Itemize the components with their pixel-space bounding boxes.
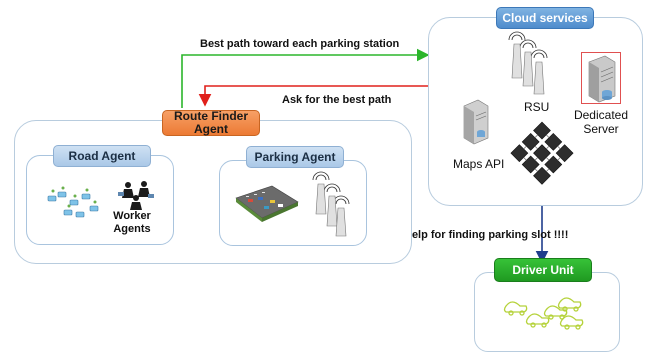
worker-agents-label: Worker Agents: [113, 210, 151, 235]
cloud-services-header: Cloud services: [496, 7, 594, 29]
route-finder-header: Route Finder Agent: [162, 110, 260, 136]
car-icon: [503, 297, 584, 330]
help-parking-label: Help for finding parking slot !!!!: [404, 229, 569, 241]
rsu-antenna-icon: [508, 31, 548, 95]
server-icon: [581, 52, 621, 104]
best-path-label: Best path toward each parking station: [200, 38, 400, 50]
road-vehicles-icon: [47, 186, 99, 218]
computer-icon: [463, 99, 489, 145]
dedicated-server-label: Dedicated Server: [573, 108, 629, 136]
road-agent-header: Road Agent: [53, 145, 151, 167]
network-chip-icon: [510, 121, 574, 185]
driver-unit-header: Driver Unit: [494, 258, 592, 282]
antenna-icon: [312, 171, 350, 237]
maps-api-label: Maps API: [453, 157, 505, 171]
rsu-label: RSU: [524, 100, 550, 114]
ask-path-label: Ask for the best path: [282, 94, 392, 106]
parking-agent-header: Parking Agent: [246, 146, 344, 168]
parking-lot-icon: [235, 185, 299, 222]
ask-path-arrow: [198, 85, 430, 107]
person-icon: [118, 181, 154, 210]
best-path-arrow: [181, 48, 430, 108]
